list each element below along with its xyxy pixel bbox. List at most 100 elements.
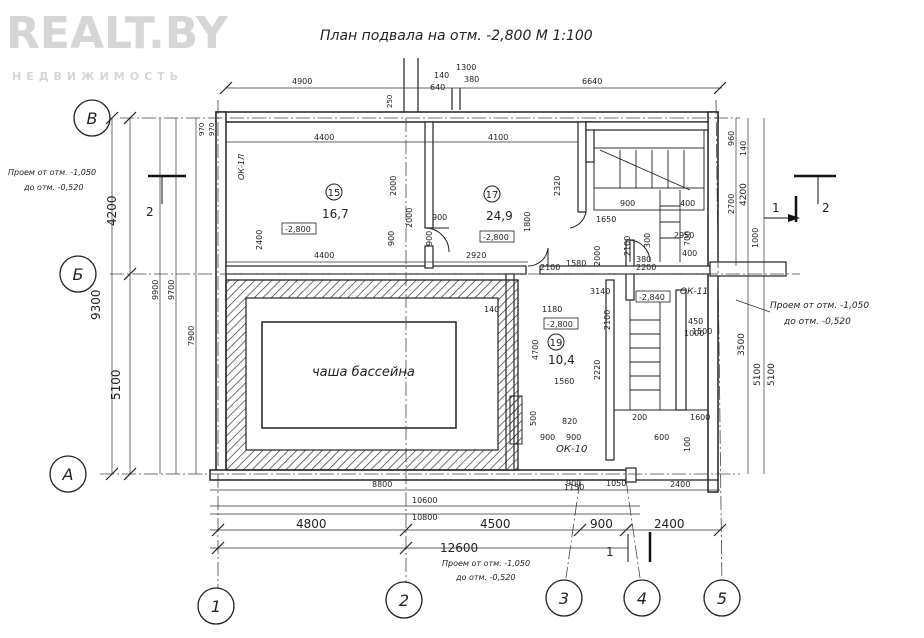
dim-top-1: 140 xyxy=(434,71,449,80)
dim-bottom-10800: 10800 xyxy=(412,513,437,522)
dim-right-2700: 2700 xyxy=(727,194,736,214)
outer-walls xyxy=(209,111,719,493)
axis-label-5: 5 xyxy=(717,589,727,608)
axis-label-3: 3 xyxy=(559,589,569,608)
dim-right-960: 960 xyxy=(727,131,736,146)
dim-bottom-8800: 8800 xyxy=(372,480,392,489)
axis-bubble-A: А xyxy=(49,455,87,493)
opening-note-bottom-line1: Проем от отм. -1,050 xyxy=(442,559,530,568)
opening-note-right: Проем от отм. -1,050 до отм. -0,520 xyxy=(735,299,869,327)
dim-bottom-12600: 12600 xyxy=(440,541,478,555)
axis-bubble-5: 5 xyxy=(703,579,741,617)
room-15-area: 16,7 xyxy=(322,207,349,221)
axis-bubble-Bb: Б xyxy=(59,255,97,293)
opening-note-left: Проем от отм. -1,050 до отм. -0,520 xyxy=(8,168,96,192)
dim-misc-15: 400 xyxy=(682,249,697,258)
section-mark-2-right: 2 xyxy=(794,174,836,215)
dim-right-4200: 4200 xyxy=(739,183,749,206)
dim-misc-25: 820 xyxy=(562,417,577,426)
dim-misc-1: 2000 xyxy=(389,176,398,196)
dim-left-970a: 970 xyxy=(198,123,206,136)
dim-misc-12: 300 xyxy=(643,233,652,248)
plan-title: План подвала на отм. -2,800 М 1:100 xyxy=(320,28,593,44)
dim-left-4200: 4200 xyxy=(105,195,119,226)
dim-misc-26: 900 xyxy=(540,433,555,442)
axis-bubble-3: 3 xyxy=(545,579,583,617)
dim-misc-4: 900 xyxy=(425,231,434,246)
dim-bottom-4500: 4500 xyxy=(480,517,511,531)
dim-top-2: 1300 xyxy=(456,63,476,72)
dim-misc-18: 140 xyxy=(484,305,499,314)
dim-misc-7: 1580 xyxy=(566,259,586,268)
dim-misc-17: 380 xyxy=(636,255,651,264)
room-19-area: 10,4 xyxy=(548,353,575,367)
dimension-lines xyxy=(111,87,765,549)
dim-misc-24: 500 xyxy=(529,411,538,426)
chimney xyxy=(403,58,461,112)
section-label-2-right: 2 xyxy=(822,201,830,215)
opening-note-bottom: Проем от отм. -1,050 до отм. -0,520 xyxy=(442,559,530,582)
opening-ok1l: ОК-1Л xyxy=(237,154,246,180)
section-mark-1-right: 1 xyxy=(764,196,800,222)
opening-note-bottom-line2: до отм. -0,520 xyxy=(455,573,515,582)
dim-misc-21: 4700 xyxy=(531,340,540,360)
stair-level: -2,840 xyxy=(639,293,665,302)
dim-top-5: 380 xyxy=(464,75,479,84)
watermark-brand: REALT.BY xyxy=(6,8,229,59)
pool: чаша бассейна xyxy=(225,279,523,471)
dim-misc-42: 2320 xyxy=(553,176,562,196)
stairs-lower xyxy=(614,300,708,411)
dim-misc-36: 1000 xyxy=(684,329,704,338)
dim-left-9700: 9700 xyxy=(167,280,176,300)
dim-left-7900: 7900 xyxy=(187,326,196,346)
dim-misc-9: 900 xyxy=(620,199,635,208)
dim-bottom-900: 900 xyxy=(590,517,613,531)
dim-misc-2: 2000 xyxy=(405,208,414,228)
room-19-level: -2,800 xyxy=(547,320,573,329)
room-17-number: 17 xyxy=(486,190,499,201)
dimension-texts: 4900 140 1300 6640 640 380 4400 4100 440… xyxy=(89,63,777,555)
axis-label-B: В xyxy=(87,109,98,128)
room-17-area: 24,9 xyxy=(486,209,513,223)
axis-bubble-1: 1 xyxy=(197,587,235,625)
section-mark-2-left: 2 xyxy=(146,174,186,219)
dim-misc-30: 1150 xyxy=(564,483,584,492)
dim-misc-3: 900 xyxy=(387,231,396,246)
axis-bubble-2: 2 xyxy=(385,581,423,619)
axis-label-4: 4 xyxy=(637,589,647,608)
dim-bottom-10600: 10600 xyxy=(412,496,437,505)
axis-label-Bb: Б xyxy=(73,265,84,284)
room-19: -2,800 19 10,4 xyxy=(543,317,579,367)
dim-misc-6: 1800 xyxy=(523,212,532,232)
dim-misc-38: 2100 xyxy=(623,236,632,256)
opening-ok11: ОК-11 xyxy=(680,287,708,297)
dim-misc-16: 1000 xyxy=(751,228,760,248)
dim-misc-11: 1650 xyxy=(596,215,616,224)
axis-bubble-4: 4 xyxy=(623,579,661,617)
dim-misc-8: 2000 xyxy=(593,246,602,266)
dim-left-970b: 970 xyxy=(208,123,216,136)
room-15-number: 15 xyxy=(328,188,341,199)
axis-label-2: 2 xyxy=(399,591,409,610)
room-17: 17 24,9 -2,800 xyxy=(479,185,515,243)
dim-top-3: 6640 xyxy=(582,77,602,86)
dim-misc-14: 700 xyxy=(683,231,692,246)
opening-note-left-line2: до отм. -0,520 xyxy=(23,183,83,192)
dim-misc-13: 2950 xyxy=(674,231,694,240)
dim-misc-31: 200 xyxy=(632,413,647,422)
dim-misc-34: 100 xyxy=(683,437,692,452)
dim-bottom-4800: 4800 xyxy=(296,517,327,531)
dim-inner-top-1: 4100 xyxy=(488,133,508,142)
section-mark-1-bottom: 1 xyxy=(606,532,652,562)
room-19-number: 19 xyxy=(550,338,563,349)
axis-bubble-B: В xyxy=(73,99,111,137)
stairs-upper xyxy=(593,129,705,262)
opening-note-left-line1: Проем от отм. -1,050 xyxy=(8,168,96,177)
dim-right-140: 140 xyxy=(739,141,748,156)
dim-misc-37: 1500 xyxy=(692,327,712,336)
dim-misc-22: 2220 xyxy=(593,360,602,380)
dim-inner-mid-1: 2920 xyxy=(466,251,486,260)
axis-lines xyxy=(100,99,800,590)
dim-misc-5: 900 xyxy=(432,213,447,222)
